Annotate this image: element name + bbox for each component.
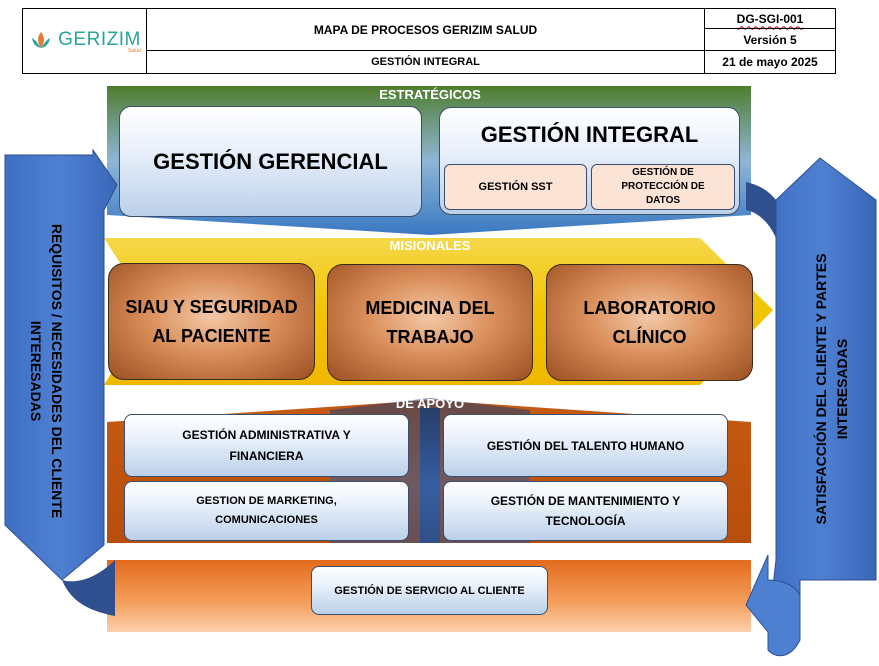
logo-text: GERIZIM <box>58 28 141 50</box>
right-arrow-bottom-head <box>745 554 801 657</box>
strategic-label: ESTRATÉGICOS <box>379 87 481 102</box>
right-arrow-label: SATISFACCIÓN DEL CLIENTE Y PARTES INTERE… <box>813 253 850 525</box>
missional-item-medicina: MEDICINA DEL TRABAJO <box>327 264 533 381</box>
doc-code-text: DG-SGI-001 <box>736 11 804 26</box>
left-arrow <box>4 148 118 581</box>
gestion-integral-title: GESTIÓN INTEGRAL <box>480 122 699 147</box>
right-arrow-top-curl <box>746 182 776 238</box>
logo-cell: GERIZIM Salud <box>22 8 147 74</box>
support-label: DE APOYO <box>395 396 465 411</box>
support-item-marketing: GESTION DE MARKETING, COMUNICACIONES <box>124 481 409 541</box>
gestion-sst-box: GESTIÓN SST <box>444 164 587 210</box>
support-item-talento: GESTIÓN DEL TALENTO HUMANO <box>443 414 728 477</box>
gerizim-logo: GERIZIM Salud <box>28 28 141 54</box>
missional-item-laboratorio: LABORATORIO CLÍNICO <box>546 264 753 381</box>
gestion-proteccion-box: GESTIÓN DE PROTECCIÓN DE DATOS <box>591 164 735 210</box>
doc-date: 21 de mayo 2025 <box>704 50 836 74</box>
support-item-mantenimiento: GESTIÓN DE MANTENIMIENTO Y TECNOLOGÍA <box>443 481 728 541</box>
missional-label: MISIONALES <box>389 238 471 253</box>
tracking-label: SEGUIMIENTO <box>384 544 476 559</box>
left-arrow-label: REQUISITOS / NECESIDADES DEL CLIENTE INT… <box>28 223 65 519</box>
tracking-item-servicio: GESTIÓN DE SERVICIO AL CLIENTE <box>311 566 548 615</box>
support-item-administrativa: GESTIÓN ADMINISTRATIVA Y FINANCIERA <box>124 414 409 477</box>
missional-item-siau: SIAU Y SEGURIDAD AL PACIENTE <box>108 263 315 380</box>
left-arrow-curl <box>62 560 115 616</box>
lotus-icon <box>29 29 54 53</box>
gestion-gerencial-box: GESTIÓN GERENCIAL <box>119 106 422 217</box>
logo-subtext: Salud <box>128 47 141 54</box>
